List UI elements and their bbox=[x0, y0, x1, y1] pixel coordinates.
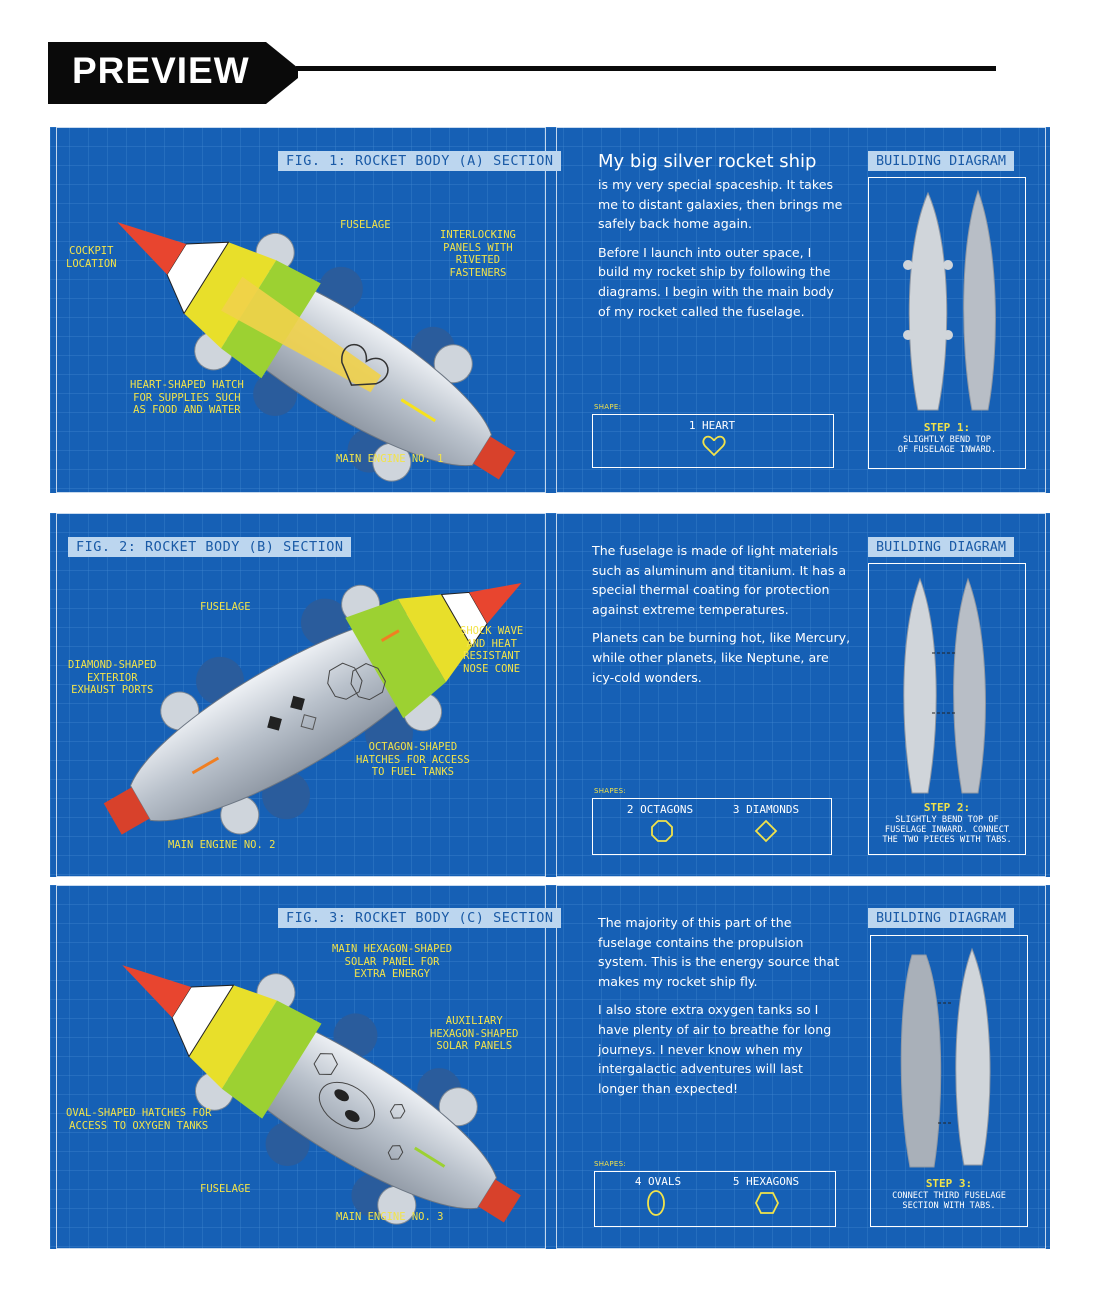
rocket-b-illustration bbox=[103, 583, 522, 835]
story-paragraph: Planets can be burning hot, like Mercury… bbox=[592, 630, 851, 685]
diagram-pieces bbox=[900, 947, 991, 1168]
page-left bbox=[56, 885, 546, 1249]
callout-panels: INTERLOCKING PANELS WITH RIVETED FASTENE… bbox=[440, 229, 516, 279]
step-title: STEP 3: bbox=[925, 1177, 973, 1190]
spread-2: FIG. 2: ROCKET BODY (B) SECTION FUSELAGE… bbox=[50, 513, 1050, 877]
shapes-tag: SHAPES: bbox=[594, 1160, 627, 1168]
story-paragraph: is my very special spaceship. It takes m… bbox=[598, 177, 843, 232]
hexagon-icon bbox=[754, 1192, 780, 1214]
figure-label: FIG. 3: ROCKET BODY (C) SECTION bbox=[278, 908, 562, 928]
callout-diamond-ports: DIAMOND-SHAPED EXTERIOR EXHAUST PORTS bbox=[68, 659, 157, 696]
shape-item-label: 4 OVALS bbox=[634, 1175, 682, 1188]
diagram-pieces bbox=[903, 189, 996, 411]
callout-oval-hatches: OVAL-SHAPED HATCHES FOR ACCESS TO OXYGEN… bbox=[66, 1107, 212, 1132]
oval-icon bbox=[647, 1190, 665, 1216]
callout-heart-hatch: HEART-SHAPED HATCH FOR SUPPLIES SUCH AS … bbox=[130, 379, 244, 416]
rocket-a-illustration bbox=[117, 222, 516, 482]
story-title: My big silver rocket ship bbox=[598, 151, 817, 172]
callout-fuselage: FUSELAGE bbox=[200, 601, 251, 613]
step-text: CONNECT THIRD FUSELAGE SECTION WITH TABS… bbox=[892, 1191, 1006, 1211]
callout-cockpit: COCKPIT LOCATION bbox=[66, 245, 117, 270]
step-text: SLIGHTLY BEND TOP OF FUSELAGE INWARD. CO… bbox=[882, 815, 1012, 845]
shapes-tag: SHAPES: bbox=[594, 787, 627, 795]
callout-engine: MAIN ENGINE NO. 2 bbox=[168, 839, 276, 851]
shape-item-label: 3 DIAMONDS bbox=[732, 803, 800, 816]
shapes-tag: SHAPE: bbox=[594, 403, 622, 411]
step-title: STEP 2: bbox=[923, 801, 971, 814]
building-diagram-label: BUILDING DIAGRAM bbox=[868, 151, 1015, 171]
preview-title: PREVIEW bbox=[72, 50, 250, 91]
story-paragraph: I also store extra oxygen tanks so I hav… bbox=[598, 1002, 832, 1096]
shapes-box bbox=[592, 798, 832, 855]
building-diagram-box bbox=[870, 935, 1028, 1227]
shapes-box bbox=[594, 1171, 836, 1227]
story-paragraph: The fuselage is made of light materials … bbox=[592, 543, 847, 617]
heart-icon bbox=[702, 435, 726, 457]
spread-1: FIG. 1: ROCKET BODY (A) SECTION COCKPIT … bbox=[50, 127, 1050, 493]
callout-nose-cone: SHOCK WAVE AND HEAT RESISTANT NOSE CONE bbox=[460, 625, 524, 675]
step-text: SLIGHTLY BEND TOP OF FUSELAGE INWARD. bbox=[897, 435, 997, 455]
step-title: STEP 1: bbox=[923, 421, 971, 434]
callout-engine: MAIN ENGINE NO. 1 bbox=[336, 453, 444, 465]
page-right bbox=[556, 127, 1046, 493]
story-paragraph: The majority of this part of the fuselag… bbox=[598, 915, 840, 989]
story-text: The majority of this part of the fuselag… bbox=[598, 913, 846, 1107]
callout-fuselage: FUSELAGE bbox=[200, 1183, 251, 1195]
story-paragraph: Before I launch into outer space, I buil… bbox=[598, 244, 834, 319]
shape-item-label: 2 OCTAGONS bbox=[626, 803, 694, 816]
blueprint-grid bbox=[50, 513, 1050, 877]
preview-banner bbox=[48, 42, 996, 104]
story-text: The fuselage is made of light materials … bbox=[592, 541, 854, 696]
page-left bbox=[56, 513, 546, 877]
building-diagram-label: BUILDING DIAGRAM bbox=[868, 537, 1015, 557]
page-right bbox=[556, 513, 1046, 877]
building-diagram-label: BUILDING DIAGRAM bbox=[868, 908, 1015, 928]
spread-3: FIG. 3: ROCKET BODY (C) SECTION MAIN HEX… bbox=[50, 885, 1050, 1249]
rocket-c-illustration bbox=[122, 965, 521, 1225]
page-left bbox=[56, 127, 546, 493]
building-diagram-box bbox=[868, 177, 1026, 469]
building-diagram-box bbox=[868, 563, 1026, 855]
figure-label: FIG. 1: ROCKET BODY (A) SECTION bbox=[278, 151, 562, 171]
blueprint-grid bbox=[50, 885, 1050, 1249]
page-right bbox=[556, 885, 1046, 1249]
story-text: is my very special spaceship. It takes m… bbox=[598, 175, 844, 330]
callout-octagon-hatches: OCTAGON-SHAPED HATCHES FOR ACCESS TO FUE… bbox=[356, 741, 470, 778]
octagon-icon bbox=[651, 820, 673, 842]
callout-main-solar: MAIN HEXAGON-SHAPED SOLAR PANEL FOR EXTR… bbox=[332, 943, 453, 980]
figure-label: FIG. 2: ROCKET BODY (B) SECTION bbox=[68, 537, 352, 557]
shape-item-label: 5 HEXAGONS bbox=[732, 1175, 800, 1188]
diamond-icon bbox=[754, 819, 778, 843]
shapes-box bbox=[592, 414, 834, 468]
blueprint-grid bbox=[50, 127, 1050, 493]
callout-aux-solar: AUXILIARY HEXAGON-SHAPED SOLAR PANELS bbox=[430, 1015, 519, 1052]
callout-fuselage: FUSELAGE bbox=[340, 219, 391, 231]
diagram-pieces bbox=[903, 577, 986, 794]
callout-engine: MAIN ENGINE NO. 3 bbox=[336, 1211, 444, 1223]
shape-item-label: 1 HEART bbox=[688, 419, 736, 432]
